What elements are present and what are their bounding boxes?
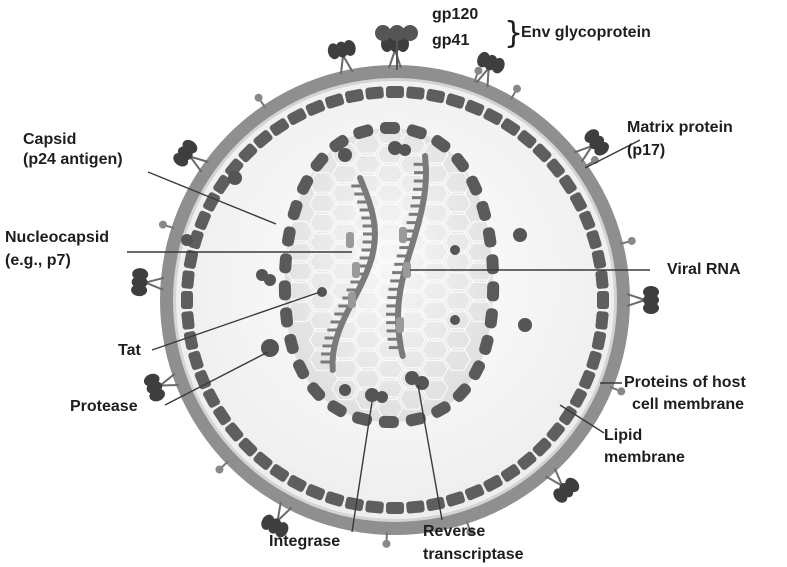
label-lipid-sub: membrane [604,448,685,467]
label-lipid: Lipid [604,426,642,445]
host-protein-head [255,94,263,102]
matrix-block [181,311,195,330]
matrix-block [595,270,609,289]
nucleocapsid-bead [399,227,407,243]
spike-stem [160,385,179,386]
protein-blob [450,245,460,255]
host-protein-head [628,237,636,245]
host-protein-head [474,67,482,75]
matrix-block [365,500,384,514]
reverse-transcriptase-protein [415,376,429,390]
host-protein-head [215,465,223,473]
protein-blob [228,171,242,185]
gp120-top-knob [375,25,391,41]
host-protein-head [513,85,521,93]
protein-blob [339,384,351,396]
label-matrix: Matrix protein [627,118,733,137]
nucleocapsid-bead [348,292,356,308]
spike-stem [487,68,488,87]
protein-blob [399,144,411,156]
gp120-knob [643,302,659,314]
matrix-block [365,86,384,100]
matrix-block [595,311,609,330]
spike-stem [160,374,175,386]
gp120-top-knob [402,25,418,41]
label-viral-rna: Viral RNA [667,260,741,279]
label-matrix-sub: (p17) [627,141,665,160]
nucleocapsid-bead [396,317,404,333]
host-protein-head [382,540,390,548]
matrix-block [406,86,425,100]
host-protein-head [159,221,167,229]
protein-blob [450,315,460,325]
capsid-block [279,253,292,274]
capsid-block [380,122,400,134]
protein-blob [264,274,276,286]
label-reverse-transcriptase-sub: transcriptase [423,545,524,564]
label-protease: Protease [70,397,138,416]
label-nucleocapsid-sub: (e.g., p7) [5,251,71,270]
matrix-block [386,86,404,98]
label-integrase: Integrase [269,532,340,551]
nucleocapsid-bead [403,262,411,278]
protein-blob [513,228,527,242]
matrix-block [597,291,609,309]
protein-blob [518,318,532,332]
nucleocapsid-bead [352,262,360,278]
capsid-block [486,254,499,275]
label-capsid: Capsid [23,130,76,149]
label-capsid-sub: (p24 antigen) [23,150,123,169]
integrase-protein [376,391,388,403]
label-gp120: gp120 [432,5,478,24]
protein-blob [338,148,352,162]
label-host-proteins: Proteins of host [624,373,746,392]
matrix-block [386,502,404,514]
protein-blob [181,234,193,246]
matrix-block [181,270,195,289]
spike-stem [343,55,353,71]
matrix-block [181,291,193,309]
label-tat: Tat [118,341,141,360]
capsid-block [279,280,291,300]
label-env-glycoprotein: Env glycoprotein [521,23,651,42]
nucleocapsid-bead [346,232,354,248]
label-gp41: gp41 [432,31,469,50]
label-host-proteins-sub: cell membrane [632,395,744,414]
matrix-block [406,500,425,514]
capsid-block [487,281,500,301]
capsid-block [379,416,399,428]
label-reverse-transcriptase: Reverse [423,522,485,541]
label-nucleocapsid: Nucleocapsid [5,228,109,247]
